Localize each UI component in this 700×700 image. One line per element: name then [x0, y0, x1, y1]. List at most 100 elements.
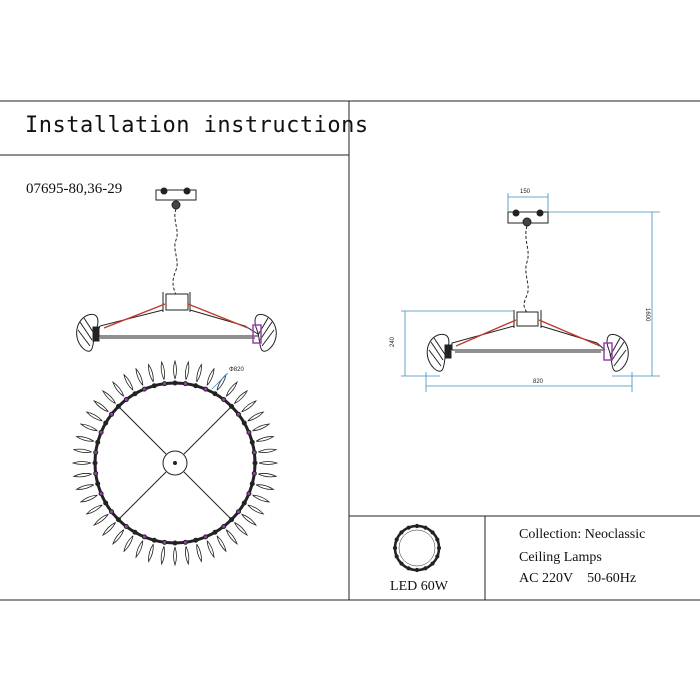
crystal-mount	[221, 523, 227, 529]
crystal-mount	[162, 381, 168, 387]
crystal-mount	[162, 539, 168, 545]
model-number: 07695-80,36-29	[26, 181, 123, 197]
crystal-mount	[93, 470, 99, 476]
crystal-drop	[123, 535, 134, 553]
crystal-drop	[75, 484, 95, 490]
mini-crystal	[399, 561, 404, 566]
crystal-drop	[252, 494, 271, 503]
crystal-drop	[258, 448, 278, 453]
crystal-drop	[112, 381, 125, 397]
crystal-drop	[185, 360, 190, 380]
mini-crystal	[423, 566, 428, 571]
mini-crystal	[436, 545, 442, 551]
mini-crystal	[423, 525, 428, 530]
crystal-drop	[148, 543, 154, 563]
crystal-mount	[151, 537, 157, 543]
crystal-mount	[235, 509, 241, 515]
crystal-mount	[221, 397, 227, 403]
crystal-drop	[234, 389, 249, 404]
mini-crystal	[430, 530, 435, 535]
crystal-mount	[103, 500, 109, 506]
crystal-mount	[193, 383, 199, 389]
crystal-mount	[132, 391, 138, 397]
crystal-mount	[249, 439, 255, 445]
crystal-mount	[115, 517, 121, 523]
crystal-mount	[141, 386, 147, 392]
crystal-mount	[203, 386, 209, 392]
crystal-mount	[141, 534, 147, 540]
crystal-mount	[109, 509, 115, 515]
crystal-mount	[123, 397, 129, 403]
crystal-mount	[241, 500, 247, 506]
crystal-mount	[229, 517, 235, 523]
top-view-ring	[71, 359, 279, 567]
crystal-drop	[79, 423, 98, 432]
mini-crystal	[435, 537, 440, 542]
crystal-drop	[241, 513, 257, 526]
crystal-mount	[212, 529, 218, 535]
crystal-drop	[206, 540, 215, 559]
mini-crystal	[394, 537, 399, 542]
category-label: Ceiling Lamps	[519, 550, 602, 565]
mini-crystal	[406, 525, 411, 530]
crystal-mount	[251, 450, 257, 456]
crystal-mount	[249, 481, 255, 487]
crystal-drop	[241, 400, 257, 413]
front-view-right	[426, 209, 629, 372]
crystal-drop	[185, 546, 190, 566]
crystal-mount	[115, 403, 121, 409]
dimension-labels: 150 1600 240 820	[390, 189, 650, 385]
crystal-drop	[148, 363, 154, 383]
crystal-drop	[101, 389, 116, 404]
crystal-mount	[212, 391, 218, 397]
crystal-mount	[132, 529, 138, 535]
crystal-drop	[101, 522, 116, 537]
crystal-drop	[123, 373, 134, 391]
led-ring-icon	[392, 523, 442, 573]
voltage-label: AC 220V	[519, 571, 574, 586]
mini-crystal	[430, 561, 435, 566]
front-view-left	[76, 187, 277, 352]
dim-canopy-width: 150	[520, 189, 531, 195]
page-title: Installation instructions	[25, 113, 369, 138]
crystal-drop	[72, 448, 92, 453]
mini-crystal	[414, 523, 420, 529]
crystal-ring	[71, 359, 279, 567]
mini-crystal	[394, 554, 399, 559]
crystal-drop	[72, 473, 92, 478]
crystal-mount	[151, 383, 157, 389]
crystal-mount	[103, 420, 109, 426]
crystal-mount	[109, 411, 115, 417]
crystal-drop	[135, 367, 144, 386]
crystal-drop	[173, 546, 177, 567]
crystal-mount	[95, 439, 101, 445]
dim-body-height: 240	[390, 336, 396, 347]
crystal-mount	[229, 403, 235, 409]
crystal-drop	[93, 513, 109, 526]
crystal-mount	[172, 540, 178, 546]
crystal-mount	[203, 534, 209, 540]
mini-crystal	[399, 530, 404, 535]
dim-width: 820	[533, 379, 544, 385]
crystal-mount	[172, 380, 178, 386]
crystal-drop	[196, 543, 202, 563]
crystal-drop	[247, 504, 265, 515]
crystal-drop	[75, 436, 95, 442]
crystal-drop	[85, 411, 103, 422]
mini-crystal	[406, 566, 411, 571]
crystal-drop	[93, 400, 109, 413]
mini-crystal	[392, 545, 398, 551]
crystal-mount	[92, 460, 98, 466]
crystal-drop	[79, 494, 98, 503]
crystal-drop	[258, 473, 278, 478]
power-spec: AC 220V 50-60Hz	[519, 571, 636, 587]
crystal-drop	[247, 411, 265, 422]
crystal-mount	[182, 539, 188, 545]
crystal-mount	[235, 411, 241, 417]
crystal-mount	[246, 429, 252, 435]
crystal-mount	[98, 429, 104, 435]
frequency-label: 50-60Hz	[587, 571, 637, 586]
crystal-drop	[225, 381, 238, 397]
crystal-drop	[252, 423, 271, 432]
